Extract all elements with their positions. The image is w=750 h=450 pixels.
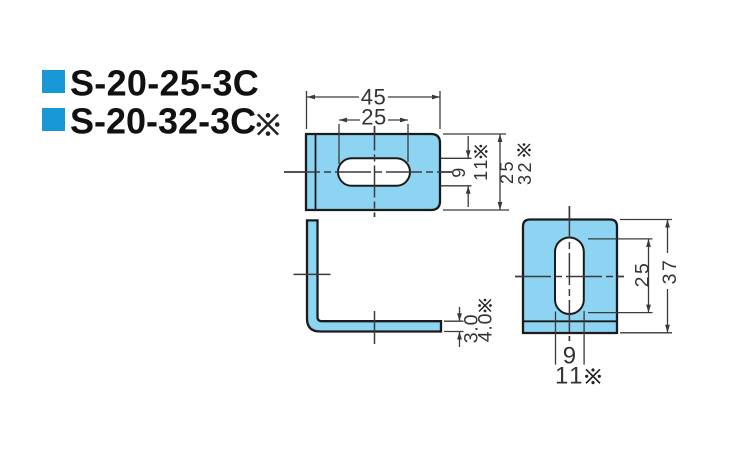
svg-text:32: 32	[515, 160, 535, 185]
svg-text:9: 9	[563, 343, 576, 370]
svg-text:37: 37	[659, 258, 681, 285]
svg-text:25: 25	[497, 159, 517, 184]
svg-text:11: 11	[471, 157, 491, 181]
svg-text:4.0: 4.0	[474, 313, 496, 343]
svg-text:25: 25	[361, 105, 386, 130]
svg-text:9: 9	[449, 165, 469, 178]
svg-text:3.0: 3.0	[460, 314, 482, 344]
svg-text:45: 45	[361, 85, 386, 110]
svg-text:25: 25	[632, 261, 654, 288]
svg-text:11: 11	[555, 363, 585, 390]
svg-text:S-20-25-3C: S-20-25-3C	[70, 63, 259, 104]
svg-text:S-20-32-3C: S-20-32-3C	[70, 101, 256, 142]
